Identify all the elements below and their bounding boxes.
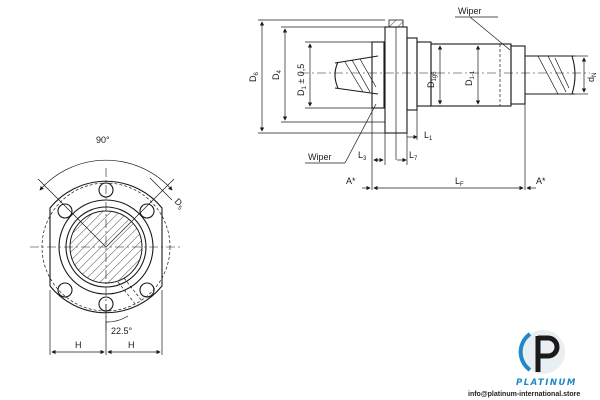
angle-90-leg-left (37, 178, 107, 248)
l3-label: L3 (358, 150, 367, 162)
mounting-hole-top-left (57, 203, 73, 219)
flange-outline (49, 180, 163, 314)
d1g6-label: D1g6 (426, 71, 438, 88)
logo-arc (518, 332, 532, 372)
angle-90-label: 90° (96, 135, 110, 145)
wiper-left-block (371, 41, 385, 109)
l1-label: L1 (424, 130, 433, 142)
l7-label: L7 (409, 150, 418, 162)
wiper-bottom-leader (344, 103, 377, 164)
mounting-hole-bottom-left (57, 282, 73, 298)
d5-label: D5 (171, 196, 187, 212)
mounting-hole-top-right (139, 203, 155, 219)
wiper-bottom-label: Wiper (308, 152, 332, 162)
screw-shaft-right (525, 55, 575, 95)
d5-leader (149, 177, 173, 201)
dn-label: dN (586, 73, 598, 82)
screw-thread-left (344, 58, 377, 93)
angle-90-arc (39, 159, 173, 191)
side-view: D6 D4 D1 ± 0,5 D1g6 D1-1 dN Wiper Wiper (248, 6, 598, 191)
d1-1-label: D1-1 (464, 70, 476, 86)
body-collar (416, 41, 432, 107)
d6-label: D6 (248, 72, 260, 83)
a-right-label: A* (536, 176, 546, 186)
d1-tol-label: D1 ± 0,5 (296, 64, 308, 96)
logo-p-glyph (535, 335, 560, 372)
body-step (406, 37, 418, 111)
wiper-top-label: Wiper (458, 6, 482, 16)
brand-logo: PLATINUM (516, 330, 577, 388)
screw-break-left (334, 61, 339, 89)
front-view: 90° D5 22.5° H H (30, 135, 187, 355)
lf-label: LF (455, 176, 464, 188)
brand-email[interactable]: info@platinum-international.store (468, 391, 580, 398)
angle-22-5-label: 22.5° (111, 326, 133, 336)
brand-name: PLATINUM (516, 378, 577, 388)
body-inner-ring (65, 206, 147, 288)
lube-nipple (388, 19, 404, 28)
d4-label: D4 (271, 70, 283, 81)
mounting-hole-bottom-right (139, 282, 155, 298)
body-outer-ring (58, 199, 154, 295)
angle-22-5-arc (105, 315, 129, 323)
a-left-label: A* (346, 176, 356, 186)
wiper-right-block (510, 45, 526, 105)
h-right-label: H (128, 340, 135, 350)
screw-break-right (571, 55, 576, 95)
wiper-top-leader (469, 16, 511, 51)
screw-thread-right (537, 55, 570, 95)
h-left-label: H (75, 340, 82, 350)
screw-shaft-left (334, 55, 379, 95)
